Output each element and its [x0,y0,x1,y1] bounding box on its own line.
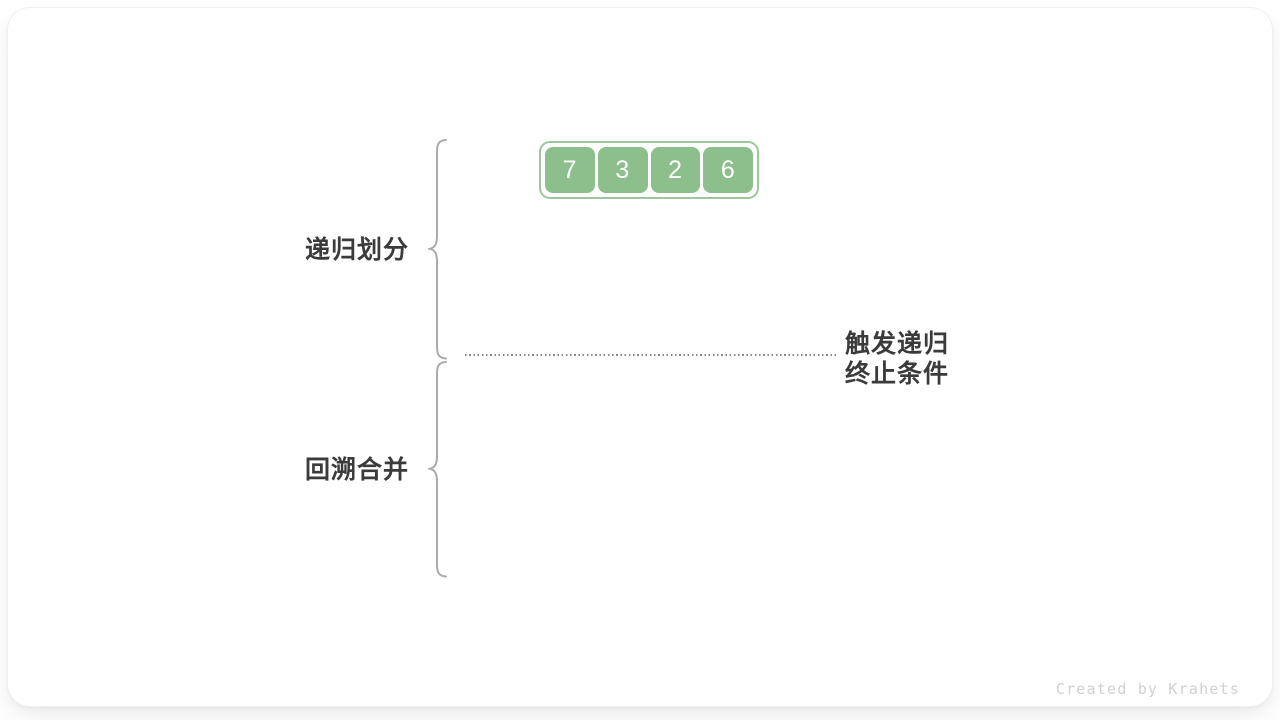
dotted-divider [465,354,836,356]
phase-label-merge: 回溯合并 [305,456,410,484]
divider-annotation-line-2: 终止条件 [845,360,950,388]
array-cell: 2 [650,147,701,193]
phase-label-divide: 递归划分 [305,236,410,264]
array-cell: 7 [545,147,595,193]
watermark-credit: Created by Krahets [1055,680,1240,698]
array-cell: 3 [597,147,648,193]
divider-annotation-line-1: 触发递归 [845,330,950,358]
array-cell: 6 [703,147,753,193]
divider-annotation: 触发递归 终止条件 [845,329,949,389]
array-container: 7 3 2 6 [539,141,759,199]
brace-merge [428,361,447,578]
brace-divide [428,139,447,360]
slide-card [8,8,1272,706]
